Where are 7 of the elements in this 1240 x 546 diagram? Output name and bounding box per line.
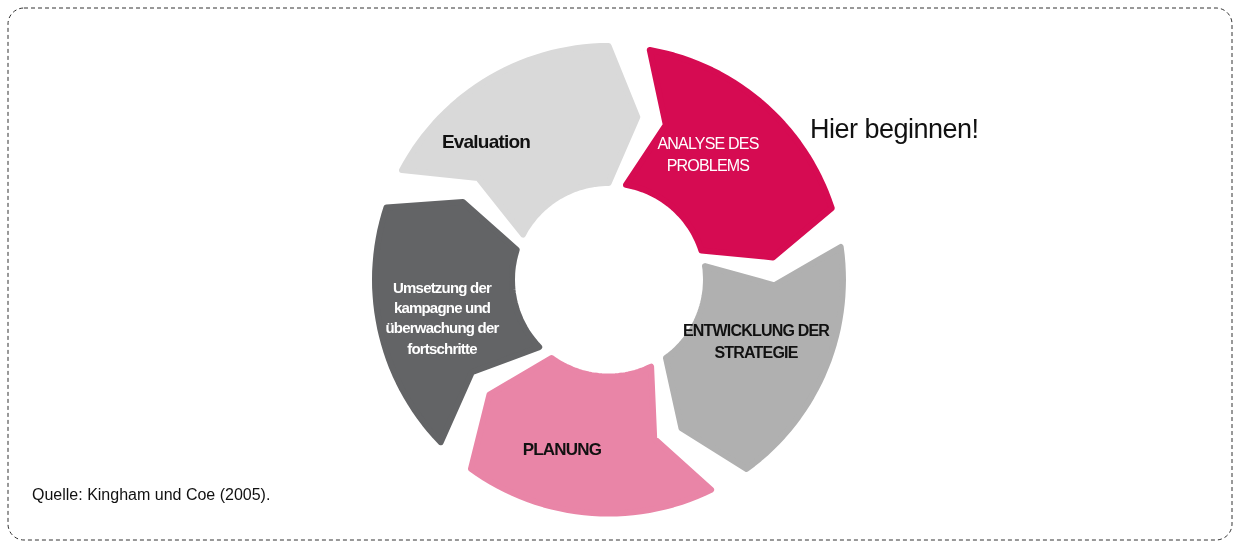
start-note: Hier beginnen!	[810, 114, 979, 145]
source-caption: Quelle: Kingham und Coe (2005).	[32, 486, 271, 504]
step-label: ENTWICKLUNG DER STRATEGIE	[681, 321, 831, 363]
step-label: PLANUNG	[521, 438, 603, 461]
step-label: Evaluation	[440, 130, 531, 155]
step-label: Umsetzung der kampagne und überwachung der fortschritte	[384, 277, 500, 359]
step-label: ANALYSE DES PROBLEMS	[656, 134, 760, 176]
